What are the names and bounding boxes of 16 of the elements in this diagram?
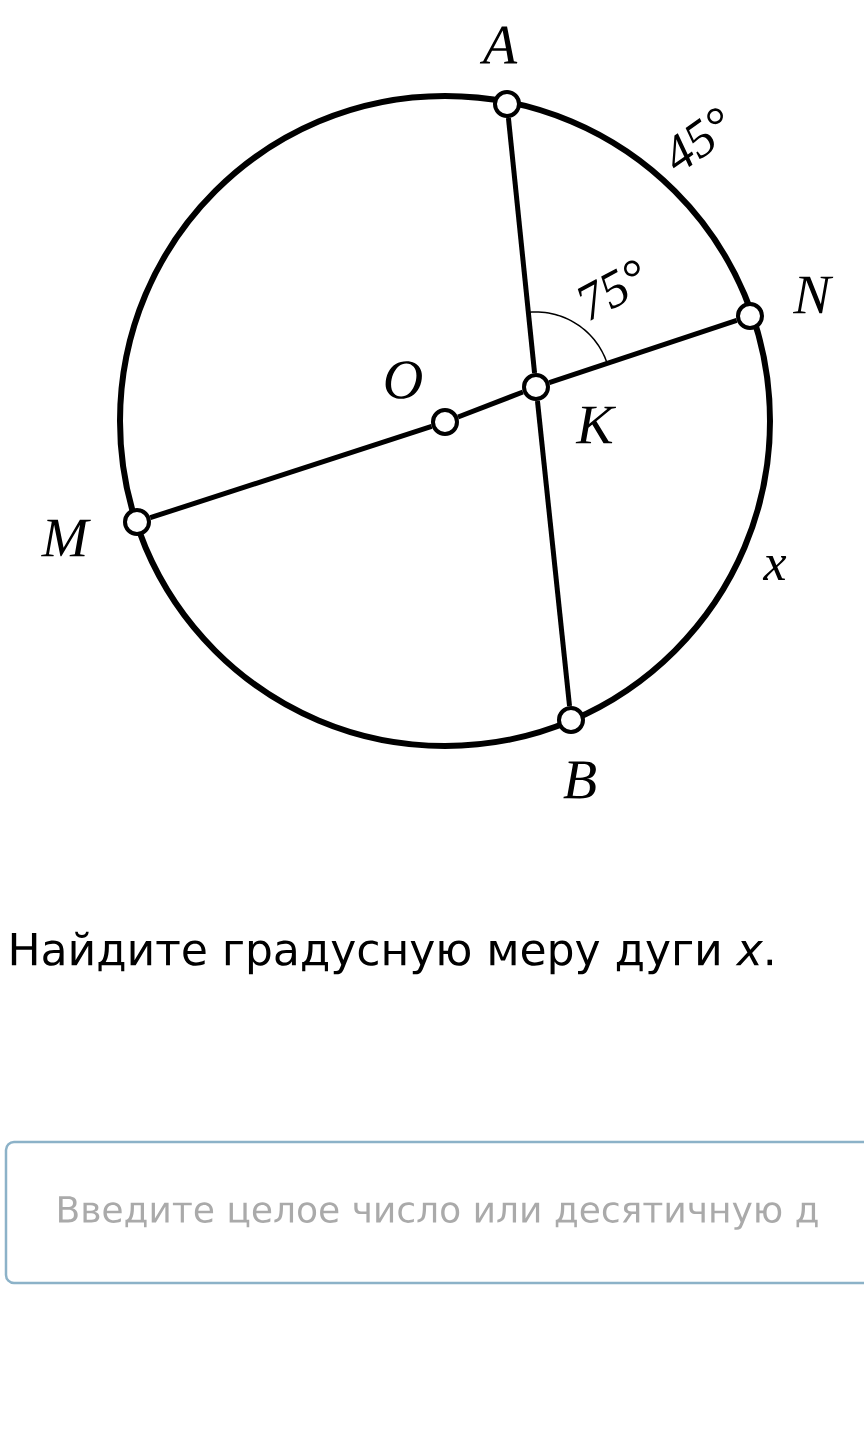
input-field: Введите целое число или десятичную д (4, 1140, 864, 1285)
point-label: K (575, 406, 617, 444)
chord-segment (149, 423, 433, 521)
point-label: B (563, 761, 596, 799)
arc-label: 45° (672, 108, 723, 169)
point-label: N (792, 276, 834, 314)
arc-label: 75° (577, 260, 640, 321)
arc-label: x (762, 556, 787, 580)
question-text: Найдите градусную меру дуги x. (11, 931, 772, 975)
point-label: O (385, 361, 422, 399)
chord-segment (534, 400, 573, 707)
chord-segment (548, 318, 738, 385)
chord-segment (505, 117, 538, 374)
point-label: M (41, 519, 91, 557)
chord-segment (457, 389, 524, 420)
point-label: A (479, 26, 518, 64)
